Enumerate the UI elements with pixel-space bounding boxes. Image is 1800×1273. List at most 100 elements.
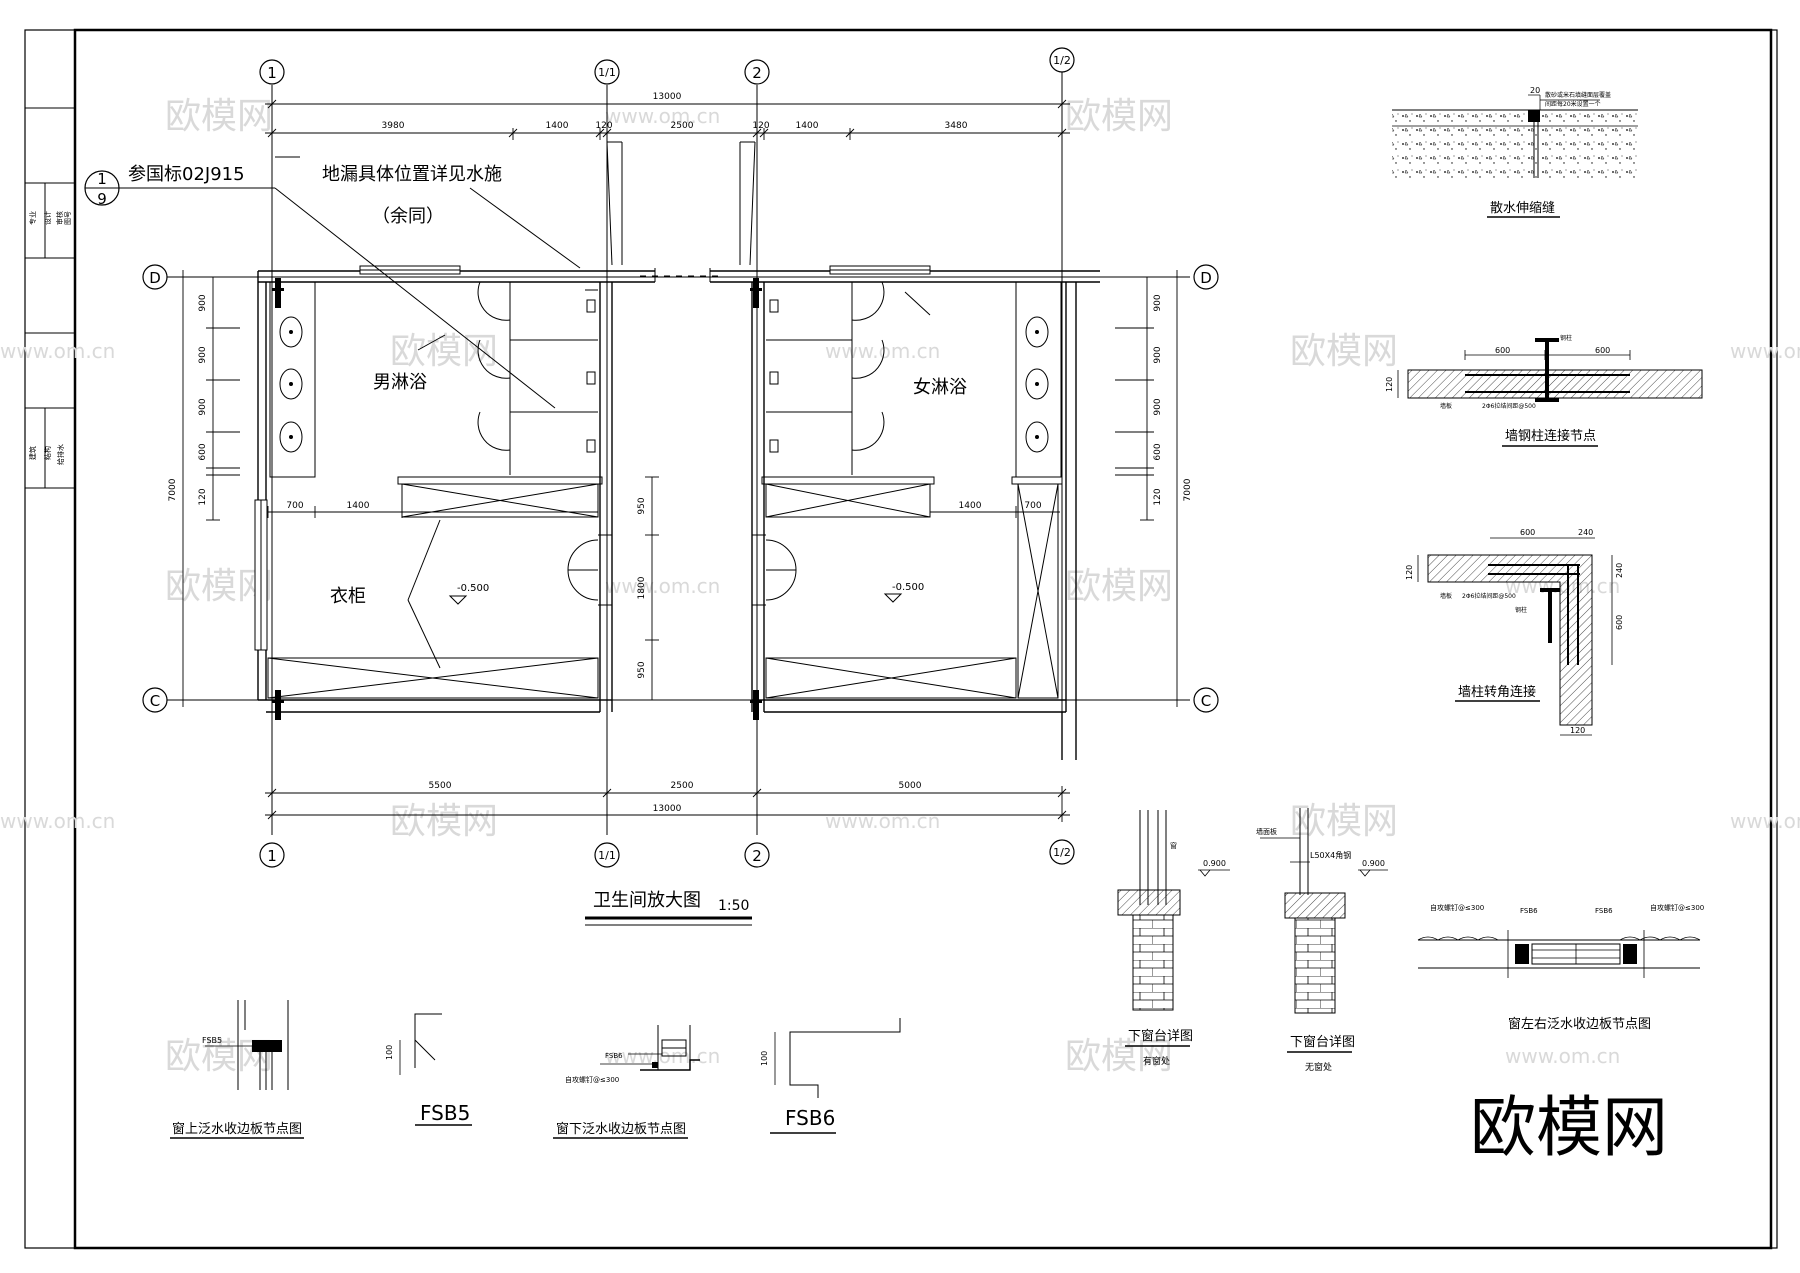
- left-dimensions: [176, 270, 240, 707]
- svg-text:13000: 13000: [653, 804, 682, 814]
- d4-elev: 0.900: [1203, 859, 1226, 868]
- drain-note: 地漏具体位置详见水施: [322, 164, 502, 185]
- svg-text:www.om.cn: www.om.cn: [1730, 339, 1800, 363]
- d1-dim: 20: [1530, 86, 1540, 95]
- d10-dim: 100: [760, 1051, 769, 1066]
- wardrobe-dimension-text: 700 1400 1400 700: [286, 501, 1041, 511]
- detail-apron-joint: [1392, 94, 1638, 178]
- d2-title: 墙钢柱连接节点: [1505, 428, 1596, 444]
- d8-dim: 100: [385, 1045, 394, 1060]
- svg-text:D: D: [149, 269, 161, 287]
- steel-columns: [272, 278, 762, 720]
- detail-fsb6: [774, 1018, 901, 1098]
- detail-sill-window: [1117, 810, 1230, 1011]
- svg-text:C: C: [150, 692, 160, 710]
- left-dimension-text: 900 900 900 600 120 7000: [168, 294, 208, 505]
- axis-bubbles: [142, 47, 1219, 868]
- svg-text:600: 600: [1153, 443, 1163, 460]
- svg-text:950: 950: [637, 661, 647, 678]
- d2-dim-3: 120: [1385, 377, 1394, 392]
- detail-sill-nowindow: [1260, 808, 1388, 1014]
- svg-text:www.om.cn: www.om.cn: [605, 104, 720, 128]
- svg-text:3480: 3480: [945, 121, 968, 131]
- title-strip-line-4: 图号: [64, 211, 72, 225]
- windows: [254, 265, 931, 651]
- svg-text:www.om.cn: www.om.cn: [605, 574, 720, 598]
- svg-text:1400: 1400: [347, 501, 370, 511]
- d3-dim-4: 240: [1615, 563, 1624, 578]
- d3-dim-2: 240: [1578, 528, 1593, 537]
- svg-text:1/1: 1/1: [598, 849, 616, 862]
- svg-text:700: 700: [286, 501, 303, 511]
- ref-note: 参国标02J915: [128, 164, 245, 185]
- svg-text:欧模网: 欧模网: [1065, 1036, 1173, 1077]
- axis-labels: 1 1/1 2 1/2 1 1/1 2 1/2 D D C C: [149, 54, 1212, 865]
- d5-note-1: 墙面板: [1256, 827, 1277, 836]
- d6-note-2: FSB6: [1520, 907, 1538, 915]
- d9-note-1: FSB6: [605, 1052, 623, 1060]
- logo-watermark: 欧模网: [1470, 1089, 1668, 1166]
- svg-text:欧模网: 欧模网: [1065, 96, 1173, 137]
- d1-note-2: 间距每20米设置一个: [1545, 100, 1601, 108]
- d3-note-1: 墙板: [1440, 592, 1452, 600]
- d6-note-1: 自攻螺钉@≤300: [1430, 903, 1484, 912]
- right-shower-stalls: [766, 281, 885, 475]
- bottom-dimensions: [265, 786, 1070, 822]
- d5-title: 下窗台详图: [1290, 1034, 1355, 1050]
- svg-text:1: 1: [267, 64, 277, 82]
- svg-text:欧模网: 欧模网: [1065, 566, 1173, 607]
- d5-elev: 0.900: [1362, 859, 1385, 868]
- svg-text:2500: 2500: [671, 781, 694, 791]
- svg-text:1: 1: [267, 847, 277, 865]
- wardrobe-dimensions: [267, 506, 1060, 518]
- svg-text:1400: 1400: [546, 121, 569, 131]
- d3-dim-5: 600: [1615, 615, 1624, 630]
- svg-text:1/1: 1/1: [598, 66, 616, 79]
- svg-text:900: 900: [198, 294, 208, 311]
- d3-dim-6: 120: [1570, 726, 1585, 735]
- walls: [257, 270, 1100, 760]
- svg-text:120: 120: [595, 121, 612, 131]
- svg-text:欧模网: 欧模网: [390, 801, 498, 842]
- svg-text:www.om.cn: www.om.cn: [1505, 1044, 1620, 1068]
- d2-dim-2: 600: [1595, 346, 1610, 355]
- svg-text:7000: 7000: [168, 478, 178, 501]
- svg-text:2500: 2500: [671, 121, 694, 131]
- svg-text:欧模网: 欧模网: [165, 96, 273, 137]
- title-strip-line-6: 结构: [43, 446, 52, 460]
- svg-text:120: 120: [1153, 488, 1163, 505]
- d3-title: 墙柱转角连接: [1458, 684, 1536, 700]
- d6-note-3: FSB6: [1595, 907, 1613, 915]
- left-sink-counter: [269, 281, 316, 478]
- svg-text:2: 2: [752, 64, 762, 82]
- center-dimensions: [645, 476, 659, 701]
- svg-text:900: 900: [1153, 398, 1163, 415]
- svg-text:www.om.cn: www.om.cn: [825, 809, 940, 833]
- svg-text:120: 120: [198, 488, 208, 505]
- svg-text:欧模网: 欧模网: [390, 331, 498, 372]
- d2-note-1: 钢柱: [1560, 334, 1572, 342]
- d3-dim-1: 600: [1520, 528, 1535, 537]
- top-dimensions: [265, 98, 1070, 140]
- d8-title: FSB5: [420, 1101, 470, 1125]
- detail-fsb5: [399, 1013, 442, 1075]
- svg-text:1/2: 1/2: [1053, 846, 1071, 859]
- d2-dim-1: 600: [1495, 346, 1510, 355]
- d6-note-4: 自攻螺钉@≤300: [1650, 903, 1704, 912]
- d5-sub: 无窗处: [1305, 1061, 1332, 1073]
- ref-bubble-top: 1: [97, 170, 107, 188]
- bottom-dimension-text: 5500 2500 5000 13000: [429, 781, 922, 814]
- right-dimension-text: 900 900 900 600 120 7000: [1153, 294, 1193, 505]
- svg-text:www.om.cn: www.om.cn: [0, 339, 115, 363]
- svg-text:700: 700: [1024, 501, 1041, 511]
- svg-text:600: 600: [198, 443, 208, 460]
- plan-scale: 1:50: [718, 898, 749, 914]
- svg-text:1400: 1400: [959, 501, 982, 511]
- d3-note-2: 2Φ6拉结间距@500: [1462, 592, 1516, 600]
- d10-title: FSB6: [785, 1106, 835, 1130]
- svg-text:7000: 7000: [1183, 478, 1193, 501]
- center-doors: [567, 534, 797, 606]
- svg-text:www.om.cn: www.om.cn: [0, 809, 115, 833]
- svg-text:120: 120: [752, 121, 769, 131]
